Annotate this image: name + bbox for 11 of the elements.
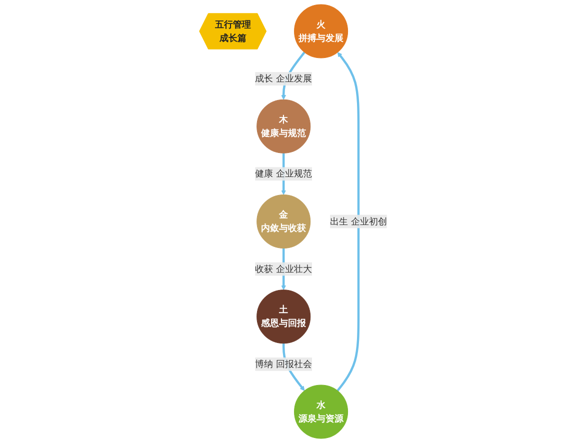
edge-label: 收获 企业壮大	[254, 263, 312, 274]
edge-label: 成长 企业发展	[254, 73, 312, 84]
node-circle	[294, 384, 348, 439]
node-circle	[256, 99, 310, 154]
node-circle	[256, 194, 310, 249]
edge-label: 出生 企业初创	[330, 216, 387, 227]
node-circle	[256, 290, 310, 344]
arrow	[336, 52, 360, 392]
node-circle	[294, 4, 348, 58]
edge-label: 博纳 回报社会	[254, 358, 312, 370]
edge-label: 健康 企业规范	[254, 168, 312, 179]
